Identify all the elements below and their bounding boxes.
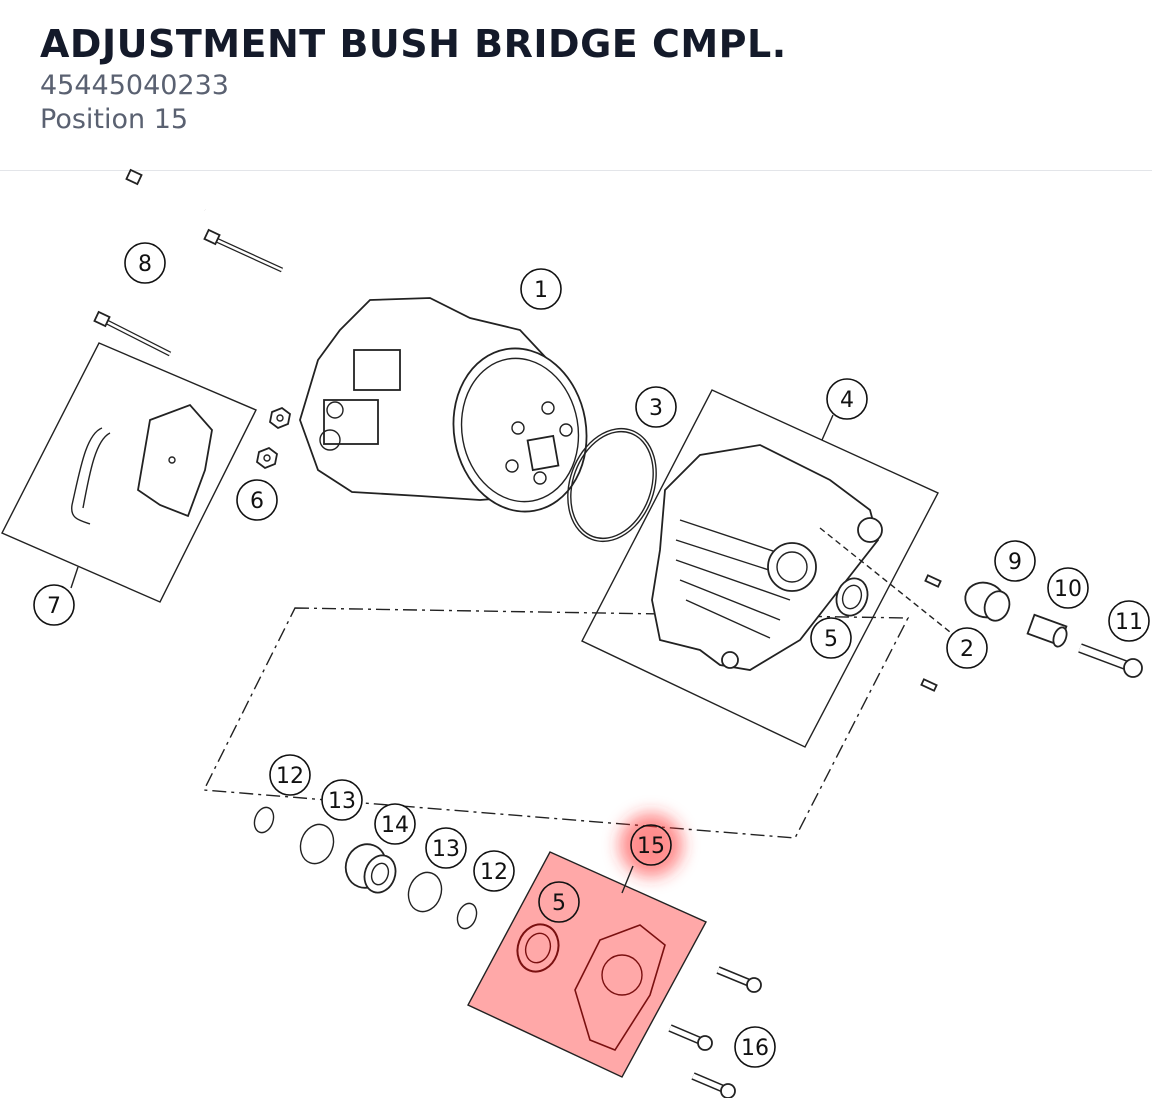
svg-text:14: 14	[381, 813, 409, 838]
part-12-ring-right	[456, 902, 478, 930]
svg-text:7: 7	[47, 594, 61, 619]
part-header: ADJUSTMENT BUSH BRIDGE CMPL. 45445040233…	[0, 0, 1152, 171]
callout-2[interactable]: 2	[946, 627, 988, 669]
svg-text:5: 5	[824, 627, 838, 652]
svg-text:1: 1	[534, 278, 548, 303]
svg-text:4: 4	[840, 388, 854, 413]
part-7-group	[1, 342, 257, 603]
svg-text:2: 2	[960, 637, 974, 662]
svg-text:11: 11	[1115, 610, 1143, 635]
callout-8[interactable]: 8	[124, 242, 166, 284]
part-13-washer-left	[299, 823, 335, 865]
callout-7[interactable]: 7	[33, 584, 75, 626]
part-4-housing	[581, 389, 939, 748]
part-12-ring-left	[253, 806, 275, 834]
part-3-o-ring	[567, 427, 657, 543]
part-10-sleeve	[1026, 613, 1068, 648]
callout-3[interactable]: 3	[635, 386, 677, 428]
svg-text:9: 9	[1008, 550, 1022, 575]
callout-13-right[interactable]: 13	[425, 827, 467, 869]
svg-text:10: 10	[1054, 577, 1082, 602]
callout-12-left[interactable]: 12	[269, 754, 311, 796]
part-15-adjustment-bush-bridge[interactable]	[467, 813, 707, 1078]
svg-text:12: 12	[276, 764, 304, 789]
assembly-boundary	[202, 607, 910, 839]
part-13-washer-right	[407, 871, 443, 913]
callout-12-right[interactable]: 12	[473, 850, 515, 892]
part-position: Position 15	[40, 104, 189, 135]
svg-text:15: 15	[637, 834, 665, 859]
part-number: 45445040233	[40, 70, 229, 101]
part-16-bolts	[668, 966, 762, 1098]
svg-text:8: 8	[138, 252, 152, 277]
svg-text:3: 3	[649, 396, 663, 421]
callout-16[interactable]: 16	[734, 1026, 776, 1068]
svg-text:12: 12	[480, 860, 508, 885]
part-1-motor	[299, 297, 588, 513]
callout-5-lower[interactable]: 5	[538, 881, 580, 923]
part-9-bush	[964, 581, 1011, 622]
callout-5-upper[interactable]: 5	[810, 617, 852, 659]
part-2-pins	[819, 527, 961, 692]
callout-4[interactable]: 4	[826, 378, 868, 420]
part-8-bolts	[93, 168, 284, 357]
callout-10[interactable]: 10	[1047, 567, 1089, 609]
svg-text:5: 5	[552, 891, 566, 916]
svg-text:13: 13	[328, 789, 356, 814]
callout-11[interactable]: 11	[1108, 600, 1150, 642]
callout-1[interactable]: 1	[520, 268, 562, 310]
part-6-nuts	[256, 406, 291, 470]
part-title: ADJUSTMENT BUSH BRIDGE CMPL.	[40, 22, 787, 66]
svg-text:16: 16	[741, 1036, 769, 1061]
callout-14[interactable]: 14	[374, 803, 416, 845]
part-14-adjuster	[344, 843, 397, 894]
callout-13-left[interactable]: 13	[321, 779, 363, 821]
part-11-bolt	[1078, 643, 1143, 678]
svg-text:6: 6	[250, 489, 264, 514]
callout-15[interactable]: 15	[630, 824, 672, 866]
svg-text:13: 13	[432, 837, 460, 862]
callout-9[interactable]: 9	[994, 540, 1036, 582]
callout-6[interactable]: 6	[236, 479, 278, 521]
